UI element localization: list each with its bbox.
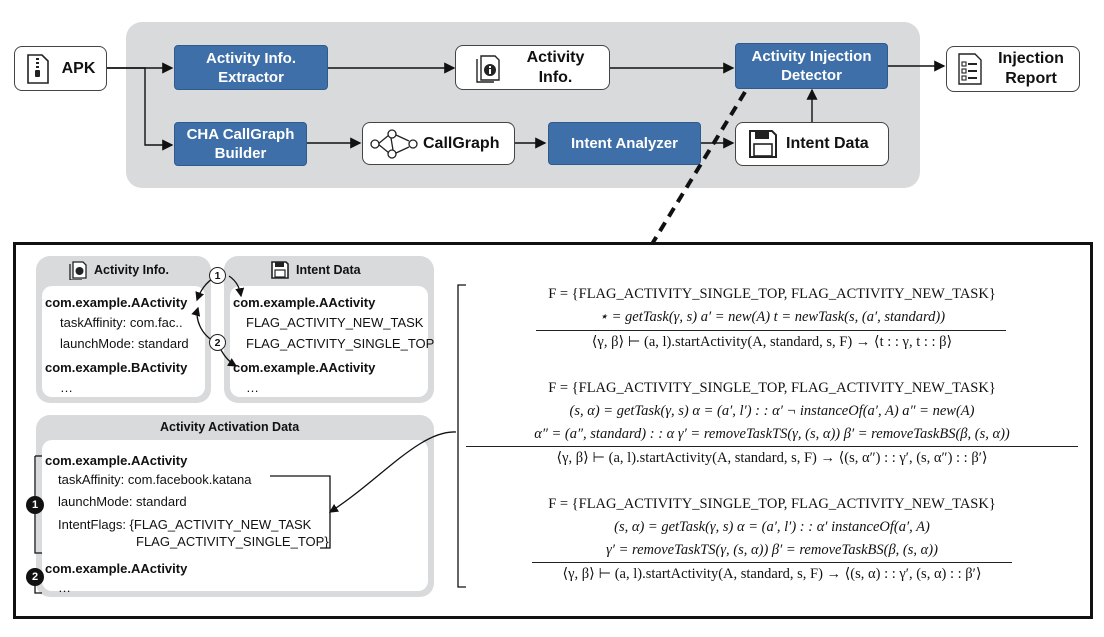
- callgraph-label: CallGraph: [423, 134, 500, 152]
- builder-label-line2: Builder: [214, 145, 267, 162]
- zip-file-icon: [27, 53, 49, 84]
- intent-data-node: Intent Data: [735, 122, 889, 166]
- rule3-line: [532, 562, 1012, 564]
- report-line1: Injection: [998, 50, 1064, 67]
- rule3-premise-flags: F = {FLAG_ACTIVITY_SINGLE_TOP, FLAG_ACTI…: [548, 496, 996, 512]
- injection-report-node: Injection Report: [946, 46, 1080, 92]
- rule3-premise-task: (s, α) = getTask(γ, s) α = (a′, l′) : : …: [614, 519, 930, 535]
- rule1-premise-flags: F = {FLAG_ACTIVITY_SINGLE_TOP, FLAG_ACTI…: [548, 286, 996, 302]
- intent-data-title-text: Intent Data: [296, 263, 361, 277]
- detector-label-line2: Detector: [781, 67, 842, 84]
- extractor-label-line2: Extractor: [218, 68, 284, 86]
- step-marker-2: 2: [209, 334, 226, 351]
- detector-label-line1: Activity Injection: [751, 48, 872, 65]
- activity-info-panel-body: [42, 286, 205, 397]
- activity-name: com.example.AActivity: [233, 360, 376, 375]
- entry-badge-2: 2: [26, 568, 44, 586]
- activity-name: com.example.AActivity: [45, 295, 188, 310]
- activation-data-panel-body: [42, 440, 428, 591]
- activation-data-title: Activity Activation Data: [160, 420, 299, 434]
- activity-info-label: Activity Info.: [502, 48, 609, 88]
- rule3-conclusion: ⟨γ, β⟩ ⊢ (a, l).startActivity(A, standar…: [562, 566, 982, 582]
- activity-injection-detector-node: Activity Injection Detector: [735, 43, 888, 89]
- activity-name: com.example.AActivity: [233, 295, 376, 310]
- intent-data-panel-body: [230, 286, 428, 397]
- step-marker-1: 1: [209, 267, 226, 284]
- ellipsis: …: [246, 380, 259, 395]
- floppy-disk-icon: [271, 261, 289, 279]
- activity-info-extractor-node: Activity Info. Extractor: [174, 45, 328, 90]
- task-affinity: taskAffinity: com.facebook.katana: [58, 472, 252, 487]
- injection-report-label: Injection Report: [983, 49, 1079, 89]
- activity-info-line2: Info.: [538, 68, 573, 86]
- callgraph-node: CallGraph: [362, 122, 515, 165]
- task-affinity: taskAffinity: com.fac..: [60, 315, 183, 330]
- floppy-disk-icon: [749, 130, 777, 158]
- info-document-icon: [69, 261, 87, 280]
- info-document-icon: [476, 54, 500, 83]
- activity-info-line1: Activity: [526, 48, 585, 66]
- activity-info-node: Activity Info.: [455, 45, 610, 90]
- checklist-report-icon: [958, 53, 982, 85]
- apk-node: APK: [14, 46, 107, 91]
- intent-flag: FLAG_ACTIVITY_SINGLE_TOP: [246, 336, 435, 351]
- intent-data-label: Intent Data: [786, 135, 869, 152]
- intent-data-panel-title: Intent Data: [270, 260, 361, 280]
- rule2-premise-task: (s, α) = getTask(γ, s) α = (a′, l′) : : …: [569, 403, 975, 419]
- entry-badge-1: 1: [26, 496, 44, 514]
- launch-mode: launchMode: standard: [60, 336, 189, 351]
- rule2-line: [466, 446, 1078, 448]
- extractor-label-line1: Activity Info.: [205, 49, 296, 67]
- rule1-line: [536, 330, 1006, 332]
- rule3-premise-remove: γ′ = removeTaskTS(γ, (s, α)) β′ = remove…: [606, 542, 938, 558]
- intent-analyzer-node: Intent Analyzer: [548, 122, 701, 165]
- activity-info-title-text: Activity Info.: [94, 263, 170, 277]
- intent-flags-cont: FLAG_ACTIVITY_SINGLE_TOP}: [136, 534, 329, 549]
- activation-data-title-text: Activity Activation Data: [160, 420, 300, 434]
- activity-name: com.example.BActivity: [45, 360, 188, 375]
- activity-info-panel-title: Activity Info.: [68, 260, 169, 280]
- ellipsis: …: [58, 580, 71, 595]
- rule1-premise-task: ⋆ = getTask(γ, s) a′ = new(A) t = newTas…: [598, 309, 946, 325]
- rule1-conclusion: ⟨γ, β⟩ ⊢ (a, l).startActivity(A, standar…: [591, 334, 953, 350]
- builder-label-line1: CHA CallGraph: [186, 126, 295, 143]
- activity-name: com.example.AActivity: [45, 453, 188, 468]
- report-line2: Report: [1005, 70, 1057, 87]
- intent-analyzer-label: Intent Analyzer: [571, 135, 678, 152]
- apk-label: APK: [61, 59, 96, 77]
- graph-icon: [370, 128, 418, 159]
- callgraph-builder-node: CHA CallGraph Builder: [174, 122, 307, 166]
- intent-flag: FLAG_ACTIVITY_NEW_TASK: [246, 315, 424, 330]
- rule2-premise-flags: F = {FLAG_ACTIVITY_SINGLE_TOP, FLAG_ACTI…: [548, 380, 996, 396]
- ellipsis: …: [60, 380, 73, 395]
- launch-mode: launchMode: standard: [58, 494, 187, 509]
- intent-flags: IntentFlags: {FLAG_ACTIVITY_NEW_TASK: [58, 517, 312, 532]
- rule2-premise-remove: α″ = (a″, standard) : : α γ′ = removeTas…: [534, 426, 1010, 442]
- rule2-conclusion: ⟨γ, β⟩ ⊢ (a, l).startActivity(A, standar…: [556, 450, 988, 466]
- activity-name: com.example.AActivity: [45, 561, 188, 576]
